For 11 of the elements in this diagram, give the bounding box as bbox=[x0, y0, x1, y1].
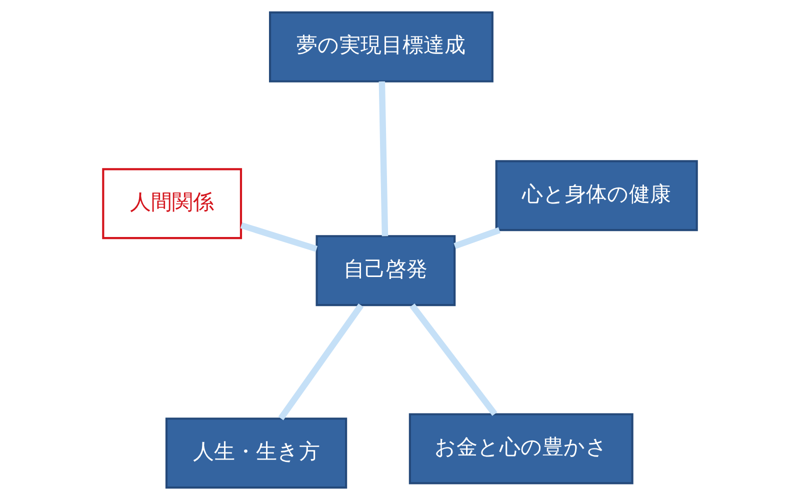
node-box: 人間関係 bbox=[102, 168, 242, 240]
connector bbox=[410, 303, 498, 416]
node-box: 心と身体の健康 bbox=[495, 160, 698, 232]
node-box: 自己啓発 bbox=[316, 235, 456, 306]
connector bbox=[454, 227, 500, 249]
node-box: お金と心の豊かさ bbox=[408, 413, 634, 484]
node-box: 人生・生き方 bbox=[165, 418, 348, 489]
connector bbox=[278, 304, 364, 420]
connector bbox=[378, 81, 388, 236]
connector bbox=[240, 222, 318, 252]
node-box: 夢の実現目標達成 bbox=[268, 11, 494, 82]
